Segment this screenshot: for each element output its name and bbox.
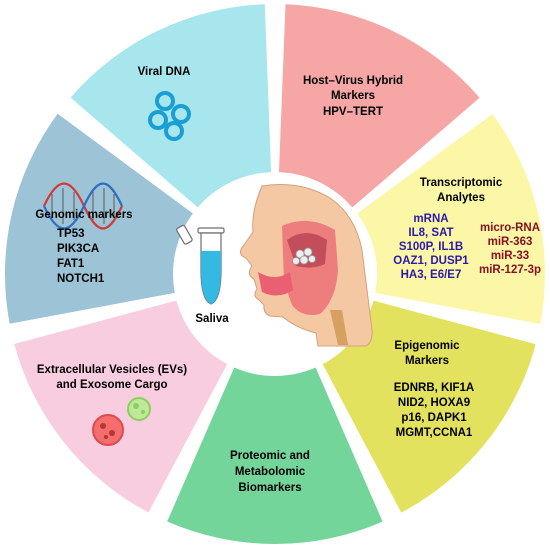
hybrid-title-line2: Markers [331, 90, 375, 102]
mrna-item: OAZ1, DUSP1 [393, 255, 469, 267]
saliva-label: Saliva [195, 313, 229, 325]
segment-transcriptomic [357, 113, 545, 325]
segment-extracellular-vesicles [14, 300, 228, 513]
genomic-marker: FAT1 [57, 258, 85, 270]
ev-title-line2: and Exosome Cargo [56, 379, 167, 391]
mirna-item: miR-33 [491, 250, 529, 262]
vesicle-icon [92, 397, 151, 446]
viral-dna-title: Viral DNA [138, 66, 191, 78]
proteomic-title-line3: Biomarkers [238, 482, 301, 494]
segment-host-virus-hybrid [278, 4, 480, 208]
mirna-item: miR-363 [488, 236, 533, 248]
hybrid-title-line1: Host–Virus Hybrid [303, 75, 403, 87]
transcriptomic-title-line2: Analytes [437, 192, 485, 204]
epigenomic-marker: p16, DAPK1 [401, 412, 467, 424]
genomic-marker: PIK3CA [57, 243, 99, 255]
epigenomic-marker: MGMT,CCNA1 [396, 427, 473, 439]
genomic-marker: TP53 [57, 228, 85, 240]
segment-genomic [4, 113, 193, 324]
mrna-item: S100P, IL1B [399, 241, 463, 253]
transcriptomic-title-line1: Transcriptomic [420, 177, 503, 189]
hybrid-marker: HPV–TERT [323, 106, 383, 118]
proteomic-title-line1: Proteomic and [230, 450, 310, 462]
head-profile-icon [240, 184, 373, 347]
epigenomic-marker: NID2, HOXA9 [398, 397, 470, 409]
epigenomic-title-line1: Epigenomic [394, 340, 460, 352]
segment-epigenomic [322, 300, 536, 513]
genomic-marker: NOTCH1 [57, 273, 105, 285]
genomic-title: Genomic markers [35, 209, 132, 221]
mrna-item: HA3, E6/E7 [401, 269, 462, 281]
epigenomic-title-line2: Markers [405, 355, 449, 367]
mirna-item: micro-RNA [480, 222, 540, 234]
dna-helix-icon [43, 182, 123, 230]
mrna-item: mRNA [413, 213, 448, 225]
dna-circles-icon [148, 91, 191, 141]
saliva-tube-icon [176, 224, 225, 305]
proteomic-title-line2: Metabolomic [235, 466, 306, 478]
mrna-item: IL8, SAT [408, 227, 453, 239]
ev-title-line1: Extracellular Vesicles (EVs) [37, 364, 187, 376]
segment-proteomic [167, 367, 383, 544]
mirna-item: miR-127-3p [479, 264, 541, 276]
epigenomic-marker: EDNRB, KIF1A [394, 382, 475, 394]
